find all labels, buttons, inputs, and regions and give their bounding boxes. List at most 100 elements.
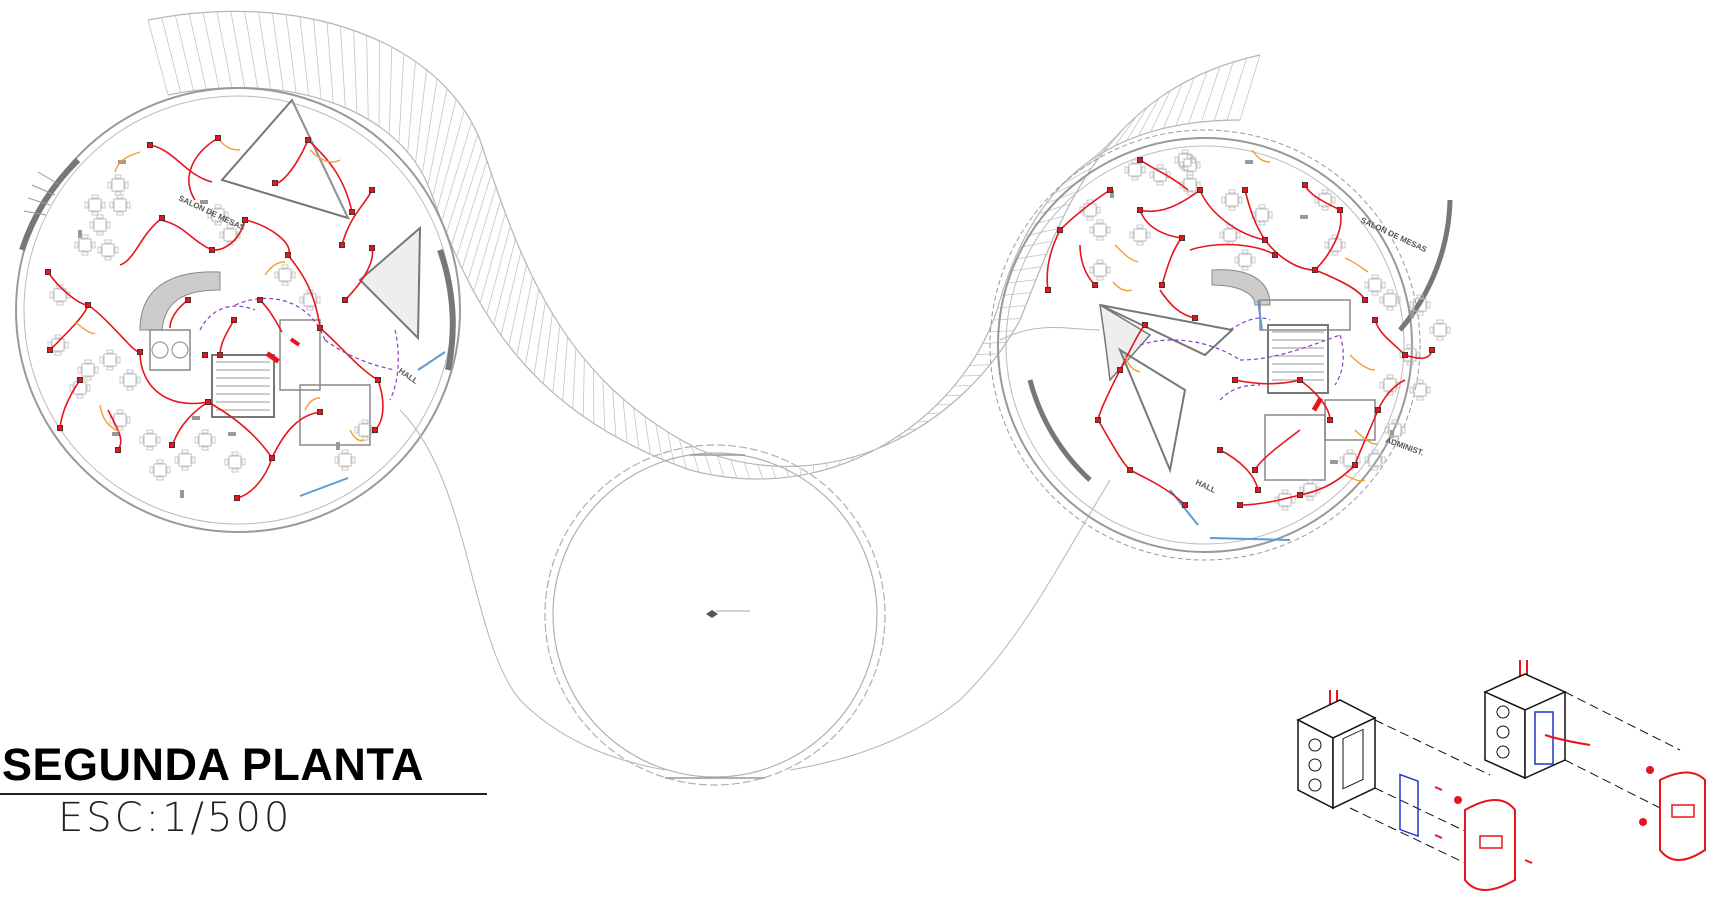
table-icon [107,174,129,196]
table-icon [1234,249,1256,271]
luminaire-icon [1252,467,1258,473]
luminaire-icon [1182,502,1188,508]
luminaire-icon [159,215,165,221]
ramp-tread [1226,58,1247,121]
table-icon [1129,224,1151,246]
table-icon [1089,219,1111,241]
luminaire-icon [217,352,223,358]
luminaire-icon [215,135,221,141]
ramp-tread [533,301,546,375]
ramp-tread [896,435,906,438]
luminaire-icon [1262,237,1268,243]
luminaire-icon [1255,487,1261,493]
luminaire-icon [1197,187,1203,193]
ramp-tread [398,53,405,143]
luminaire-icon [137,349,143,355]
ramp-tread [1025,228,1058,237]
luminaire-icon [1117,367,1123,373]
ramp-tread [524,289,540,366]
ramp-tread [1103,125,1128,153]
luminaire-icon [1297,377,1303,383]
table-icon [84,194,106,216]
luminaire-icon [1372,317,1378,323]
ramp-tread [473,199,501,292]
ramp-tread [592,369,595,424]
ramp-tread [271,13,284,91]
ramp-tread [202,12,220,89]
ramp-tread [757,464,764,480]
luminaire-icon [1192,315,1198,321]
ramp-tread [926,412,941,415]
ramp-tread [244,11,259,89]
ramp-tread [407,61,416,153]
luminaire-icon [1327,417,1333,423]
luminaire-icon [234,495,240,501]
ramp-tread [1038,203,1071,215]
ramp-tread [421,78,438,174]
ramp-tread [500,251,522,336]
ramp-tread [486,225,511,314]
table-icon [194,429,216,451]
ramp-tread [174,15,194,91]
ramp-tread [326,22,334,104]
drawing-scale: ESC:1/500 [58,795,293,841]
ramp-tread [982,341,1007,344]
ramp-tread [432,99,457,198]
ramp-tread [441,122,472,222]
ramp-tread [1150,90,1171,132]
table-icon [1174,149,1196,171]
ramp-tread [961,374,982,377]
ramp-tread [446,134,479,234]
ramp-tread [461,173,492,269]
ramp-tread [644,416,651,455]
ramp-tread [427,88,448,186]
ramp-tread [1201,66,1221,123]
luminaire-icon [45,269,51,275]
luminaire-icon [205,399,211,405]
ramp-tread [906,428,918,431]
ramp-tread [1014,253,1047,260]
luminaire-icon [1402,352,1408,358]
ramp-tread [917,420,930,423]
ramp-tread [862,452,868,457]
left-circuits [47,137,384,499]
table-icon [89,214,111,236]
drawing-title-block: SEGUNDA PLANTA ESC:1/500 [0,742,490,839]
luminaire-icon [1297,492,1303,498]
luminaire-icon [1137,207,1143,213]
luminaire-icon [1142,322,1148,328]
luminaire-icon [1429,347,1435,353]
ramp-tread [1001,292,1031,296]
table-icon [97,239,119,261]
luminaire-icon [369,187,375,193]
ramp-tread [612,389,617,437]
left-switch-legs [74,137,366,442]
luminaire-icon [1159,282,1165,288]
luminaire-icon [1337,207,1343,213]
right-connector [789,479,1111,771]
ramp-tread [1005,279,1036,284]
luminaire-icon [372,427,378,433]
left-dashed-circuits [199,297,399,401]
left-hall-label: HALL [397,366,420,386]
table-icon [1324,234,1346,256]
ramp-tread [885,441,894,445]
luminaire-icon [1179,235,1185,241]
plaza-center-mark [706,610,750,618]
ramp-tread [230,11,246,88]
ramp-tread [655,424,663,460]
ramp-tread [451,147,483,246]
table-icon [1179,154,1201,176]
ramp-tread [633,407,640,449]
ramp-tread [340,26,346,108]
luminaire-icon [317,325,323,331]
ramp-tread [679,438,687,469]
ramp-tread [691,445,700,473]
luminaire-icon [1375,407,1381,413]
table-icon [1219,224,1241,246]
ramp-tread [1188,71,1208,124]
ramp-tread [1138,98,1159,136]
ramp-tread [542,313,553,384]
ramp-tread [622,398,628,444]
luminaire-icon [1107,187,1113,193]
